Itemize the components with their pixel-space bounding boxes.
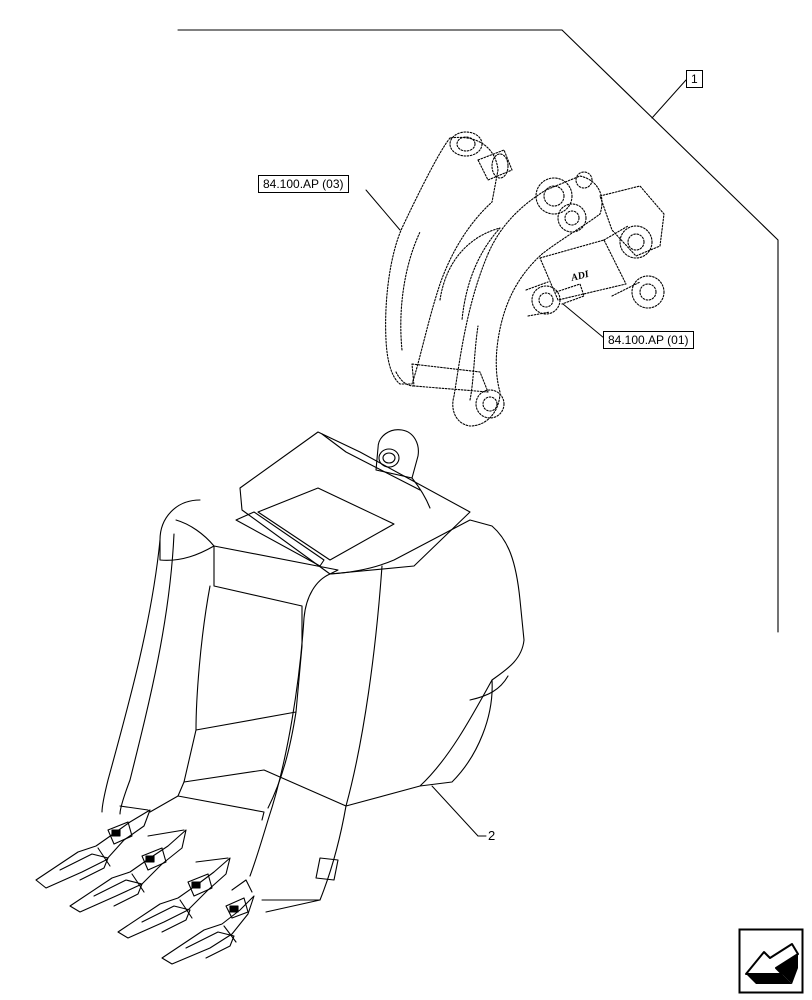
quick-coupler	[385, 131, 665, 427]
callout-ref-84-100-ap-01[interactable]: 84.100.AP (01)	[603, 331, 694, 349]
callout-item-2: 2	[488, 828, 496, 843]
bucket-tooth-2	[69, 829, 187, 913]
assembly-bracket-line	[177, 29, 779, 633]
bucket-tooth-3	[117, 857, 231, 939]
coupler-marking-text: ADI	[569, 269, 591, 284]
leader-line-2	[431, 785, 479, 837]
bucket-tooth-4	[161, 879, 255, 965]
bucket	[101, 429, 525, 913]
callout-ref-84-100-ap-03[interactable]: 84.100.AP (03)	[258, 175, 349, 193]
bucket-tooth-1	[35, 805, 151, 889]
bucket-teeth	[35, 805, 255, 965]
leader-line-ref-01	[562, 303, 605, 339]
leader-line-ref-03	[365, 189, 401, 231]
previous-page-arrow-icon[interactable]	[738, 928, 804, 994]
leader-line-1	[651, 79, 687, 119]
callout-item-1: 1	[686, 70, 703, 88]
